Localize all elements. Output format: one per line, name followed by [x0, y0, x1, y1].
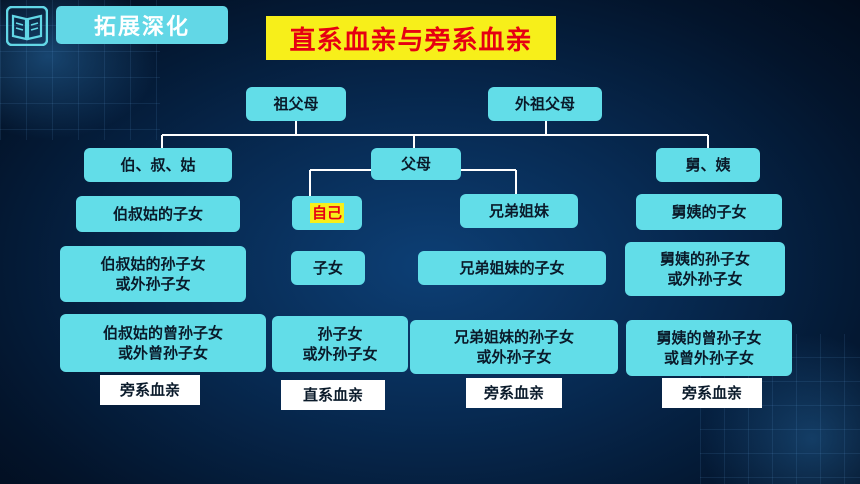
section-tab: 拓展深化 — [56, 6, 228, 44]
node-siblings: 兄弟姐妹 — [460, 194, 578, 228]
label-lineal-col2: 直系血亲 — [281, 380, 385, 410]
node-paternal-aunts-uncles: 伯、叔、姑 — [84, 148, 232, 182]
node-paternal-cousins: 伯叔姑的子女 — [76, 196, 240, 232]
label-collateral-col3: 旁系血亲 — [466, 378, 562, 408]
node-self: 自己 — [292, 196, 362, 230]
self-label: 自己 — [309, 203, 344, 223]
book-open-icon — [6, 6, 48, 46]
node-maternal-cousins-grandchildren: 舅姨的曾孙子女 或曾外孙子女 — [626, 320, 792, 376]
node-grandparents: 祖父母 — [246, 87, 346, 121]
node-maternal-grandparents: 外祖父母 — [488, 87, 602, 121]
label-collateral-col4: 旁系血亲 — [662, 378, 762, 408]
node-paternal-cousins-grandchildren: 伯叔姑的曾孙子女 或外曾孙子女 — [60, 314, 266, 372]
node-paternal-cousins-children: 伯叔姑的孙子女 或外孙子女 — [60, 246, 246, 302]
page-title: 直系血亲与旁系血亲 — [266, 16, 556, 60]
node-maternal-cousins: 舅姨的子女 — [636, 194, 782, 230]
node-grandchildren: 孙子女 或外孙子女 — [272, 316, 408, 372]
node-parents: 父母 — [371, 148, 461, 180]
node-children: 子女 — [291, 251, 365, 285]
label-collateral-col1: 旁系血亲 — [100, 375, 200, 405]
node-siblings-children: 兄弟姐妹的子女 — [418, 251, 606, 285]
node-maternal-cousins-children: 舅姨的孙子女 或外孙子女 — [625, 242, 785, 296]
node-maternal-uncles-aunts: 舅、姨 — [656, 148, 760, 182]
node-siblings-grandchildren: 兄弟姐妹的孙子女 或外孙子女 — [410, 320, 618, 374]
